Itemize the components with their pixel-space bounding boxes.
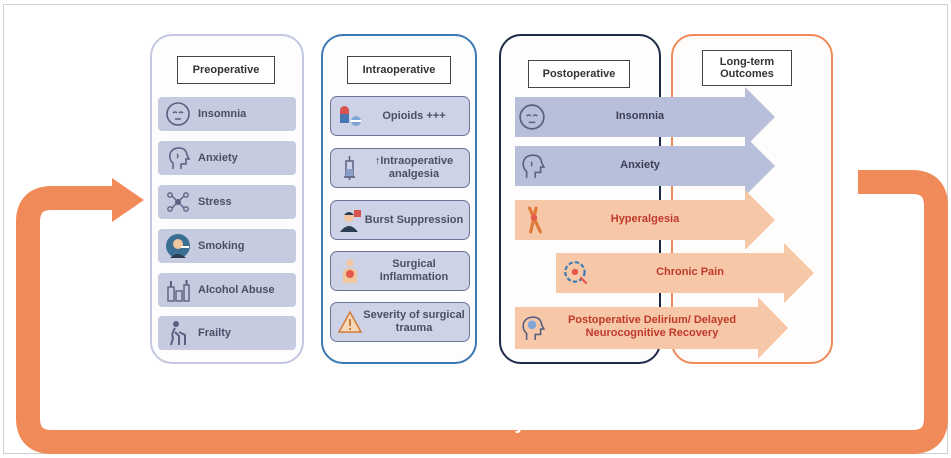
intra-item-label: Severity of surgical trauma <box>363 309 465 334</box>
pre-item-label: Stress <box>198 196 232 208</box>
intra-item-label: Surgical Inflammation <box>379 258 449 283</box>
inflamed-torso-icon <box>337 258 363 284</box>
intra-item-label: ↑Intraoperative analgesia <box>374 155 454 180</box>
chronic-pain-arrow <box>556 243 814 303</box>
hyperalgesia-label: Hyperalgesia <box>610 213 680 225</box>
anxious-head-icon <box>517 151 547 181</box>
pre-item-label: Alcohol Abuse <box>198 284 275 296</box>
intraoperative-header: Intraoperative <box>347 56 451 84</box>
warning-triangle-icon <box>337 309 363 335</box>
chronic-pain-label: Chronic Pain <box>656 266 724 278</box>
elderly-person-icon <box>164 319 192 347</box>
pre-item-stress: Stress <box>158 185 296 219</box>
chronic-pain-icon <box>561 258 591 288</box>
anxious-head-icon <box>164 144 192 172</box>
joint-pain-icon <box>520 205 550 235</box>
pre-item-frailty: Frailty <box>158 316 296 350</box>
pre-item-anxiety: Anxiety <box>158 141 296 175</box>
sleepless-head-icon <box>164 100 192 128</box>
alcohol-bottles-icon <box>164 276 192 304</box>
stress-network-icon <box>164 188 192 216</box>
pre-item-label: Anxiety <box>198 152 238 164</box>
delirium-label: Postoperative Delirium/ Delayed Neurocog… <box>567 314 737 339</box>
pills-icon <box>337 103 363 129</box>
preoperative-header: Preoperative <box>177 56 275 84</box>
intra-item-burst-suppression: Burst Suppression <box>330 200 470 240</box>
delirium-arrow <box>515 297 788 359</box>
sleepless-head-icon <box>517 102 547 132</box>
post-anxiety-label: Anxiety <box>620 159 660 171</box>
syringe-icon <box>337 155 363 181</box>
postoperative-header: Postoperative <box>528 60 630 88</box>
pre-item-smoking: Smoking <box>158 229 296 263</box>
vicious-cycle-label: Vicious Cycle <box>428 413 552 434</box>
pre-item-label: Frailty <box>198 327 232 339</box>
hyperalgesia-arrow <box>515 190 775 250</box>
long-term-outcomes-header: Long-term Outcomes <box>702 50 792 86</box>
anesthetist-icon <box>337 207 363 233</box>
intra-item-label: Burst Suppression <box>364 213 464 226</box>
brain-head-icon <box>517 313 547 343</box>
intra-item-label: Opioids +++ <box>382 109 446 122</box>
intra-item-intraoperative-analgesia: ↑Intraoperative analgesia <box>330 148 470 188</box>
pre-item-label: Smoking <box>198 240 245 252</box>
anxiety-arrow <box>515 136 775 196</box>
intra-item-surgical-inflammation: Surgical Inflammation <box>330 251 470 291</box>
insomnia-arrow <box>515 87 775 147</box>
post-insomnia-label: Insomnia <box>615 110 665 122</box>
intra-item-severity-of-surgical-trauma: Severity of surgical trauma <box>330 302 470 342</box>
smoking-person-icon <box>164 232 192 260</box>
pre-item-label: Insomnia <box>198 108 247 120</box>
intra-item-opioids: Opioids +++ <box>330 96 470 136</box>
pre-item-alcohol-abuse: Alcohol Abuse <box>158 273 296 307</box>
pre-item-insomnia: Insomnia <box>158 97 296 131</box>
